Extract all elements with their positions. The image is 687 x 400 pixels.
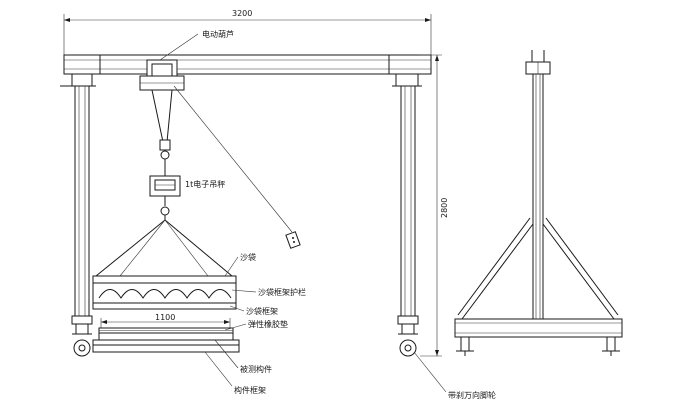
- test-piece-assembly: [92, 327, 240, 353]
- label-hoist: 电动葫芦: [202, 29, 234, 39]
- label-piece-frame: 构件框架: [234, 385, 266, 395]
- label-sandbag: 沙袋: [240, 252, 256, 262]
- label-scale: 1t电子吊秤: [185, 179, 225, 189]
- right-leg: [397, 85, 419, 357]
- side-view: [454, 50, 623, 356]
- electric-hoist: [139, 59, 185, 176]
- label-rubber-pad: 弹性橡胶垫: [248, 319, 288, 329]
- gantry-beam: [60, 54, 432, 87]
- left-leg: [71, 85, 93, 357]
- caster-leader: [413, 351, 447, 393]
- dimension-height: 2800: [420, 54, 449, 357]
- right-caster-wheel: [399, 339, 417, 357]
- label-sandbag-frame: 沙袋框架: [246, 306, 278, 316]
- dimension-width: 3200: [63, 9, 432, 60]
- electronic-crane-scale: [149, 175, 181, 220]
- rigging-slings: [95, 219, 233, 277]
- label-test-piece: 被测构件: [240, 364, 272, 374]
- pendant-control: [173, 85, 301, 249]
- hoist-leader: [159, 33, 199, 61]
- dimension-plate-label: 1100: [155, 313, 175, 322]
- dimension-height-label: 2800: [440, 198, 449, 218]
- label-sandbag-guard: 沙袋框架护栏: [258, 287, 306, 297]
- sandbag-frame: [92, 275, 237, 310]
- dimension-plate: 1100: [100, 313, 231, 328]
- left-caster-wheel: [73, 339, 91, 357]
- label-caster: 带刹万向脚轮: [448, 390, 496, 400]
- dimension-width-label: 3200: [232, 9, 252, 18]
